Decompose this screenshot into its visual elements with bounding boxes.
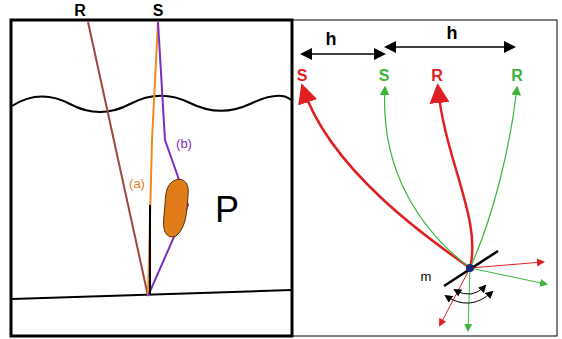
ray [440,268,470,325]
label: h [324,29,339,49]
well [149,205,151,294]
ray-green-r [470,88,517,268]
ray [470,268,546,284]
ray-a [148,22,158,296]
ray-red-r [438,88,472,268]
label: (a) [127,176,147,191]
reflector [12,290,291,299]
label: R [509,67,525,85]
right-frame [292,20,557,336]
ray-green-s [385,88,470,268]
label: (b) [174,136,194,151]
ray-red-s [303,88,470,268]
offset-arrow [303,53,383,55]
label: S [151,2,166,20]
label: R [429,67,445,85]
ray-r [88,22,148,296]
interface [12,96,291,112]
label: h [445,23,460,43]
label: R [72,2,88,20]
offset-arrow [387,46,513,48]
reflection-point [466,264,474,272]
left-frame [11,20,292,336]
label: m [419,269,434,284]
label: P [213,191,241,229]
label: S [295,67,310,85]
label: S [377,67,392,85]
anomaly [164,179,189,237]
ray [468,268,470,330]
ray-b [148,22,188,296]
reflector-segment [444,251,498,286]
angle-arc [455,286,485,294]
